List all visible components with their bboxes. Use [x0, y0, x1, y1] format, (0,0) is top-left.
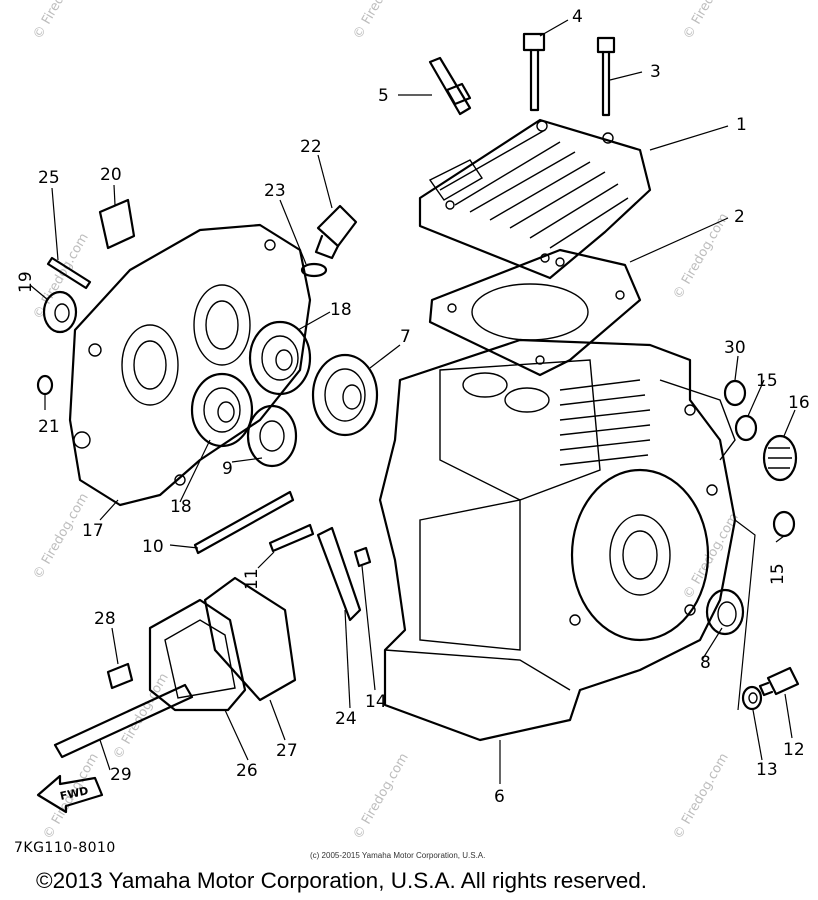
cylinder-head	[418, 118, 652, 280]
oil-seal-8	[705, 588, 745, 636]
rod-29	[53, 683, 194, 759]
callout-18-lower: 18	[170, 497, 192, 517]
nut-21	[36, 374, 54, 396]
callout-23: 23	[264, 181, 286, 201]
drawing-code: 7KG110-8010	[14, 840, 116, 856]
leader-lines	[29, 19, 796, 784]
crankcase	[378, 338, 737, 742]
watermark: © Firedog.com	[680, 511, 741, 602]
callout-3: 3	[650, 62, 661, 82]
bearing-18-upper	[248, 320, 312, 396]
bolt-25	[46, 256, 92, 290]
callout-25: 25	[38, 168, 60, 188]
callout-19: 19	[16, 271, 36, 293]
cap-30	[723, 379, 747, 407]
watermark: © Firedog.com	[680, 0, 741, 42]
callout-13: 13	[756, 760, 778, 780]
forward-arrow: FWD	[36, 774, 104, 814]
head-bolt-3	[596, 36, 616, 117]
washer-13	[741, 685, 763, 711]
head-gasket	[428, 248, 642, 377]
callout-6: 6	[494, 787, 505, 807]
watermark: © Firedog.com	[670, 211, 731, 302]
copyright-notice: ©2013 Yamaha Motor Corporation, U.S.A. A…	[36, 868, 647, 893]
callout-14: 14	[365, 692, 387, 712]
callout-11: 11	[242, 568, 262, 590]
bearing-9	[246, 404, 298, 468]
callout-17: 17	[82, 521, 104, 541]
bolt-28	[106, 662, 134, 690]
callout-12: 12	[783, 740, 805, 760]
callout-30: 30	[724, 338, 746, 358]
callout-29: 29	[110, 765, 132, 785]
callout-15-lower: 15	[768, 563, 788, 585]
callout-9: 9	[222, 459, 233, 479]
callout-numbers: 1 2 3 4 5 6 7 8 9 10 11 12 13 14 15 15 1…	[16, 7, 810, 807]
dowel-pin-14	[353, 546, 372, 568]
oil-seal-19	[42, 290, 78, 334]
clip-20	[98, 198, 136, 250]
callout-4: 4	[572, 7, 583, 27]
cap-15-lower	[772, 510, 796, 538]
watermark: © Firedog.com	[670, 751, 731, 842]
callout-5: 5	[378, 86, 389, 106]
gasket-24	[316, 526, 362, 622]
callout-15-upper: 15	[756, 371, 778, 391]
callout-24: 24	[335, 709, 357, 729]
callout-16: 16	[788, 393, 810, 413]
callout-20: 20	[100, 165, 122, 185]
callout-8: 8	[700, 653, 711, 673]
bearing-18-lower	[190, 372, 254, 448]
callout-18-upper: 18	[330, 300, 352, 320]
watermark: © Firedog.com	[350, 0, 411, 42]
callout-1: 1	[736, 115, 747, 135]
callout-21: 21	[38, 417, 60, 437]
fwd-label: FWD	[59, 784, 90, 803]
sensor-22	[314, 204, 358, 260]
watermark-layer: © Firedog.com © Firedog.com © Firedog.co…	[30, 0, 741, 842]
o-ring-23	[300, 262, 328, 278]
callout-2: 2	[734, 207, 745, 227]
crankcase-cover	[68, 223, 312, 507]
callout-28: 28	[94, 609, 116, 629]
stud-10	[193, 490, 295, 555]
callout-10: 10	[142, 537, 164, 557]
head-bolt-4	[522, 32, 546, 112]
callout-26: 26	[236, 761, 258, 781]
cap-16	[762, 434, 798, 482]
spark-plug	[428, 56, 472, 116]
callout-7: 7	[400, 327, 411, 347]
gasket-27	[203, 576, 297, 702]
drain-bolt-12	[758, 666, 800, 697]
bearing-7	[311, 353, 379, 437]
small-copyright-notice: (c) 2005-2015 Yamaha Motor Corporation, …	[310, 851, 485, 860]
callout-27: 27	[276, 741, 298, 761]
stud-11	[268, 523, 315, 553]
watermark: © Firedog.com	[30, 0, 91, 42]
cap-15-upper	[734, 414, 758, 442]
watermark: © Firedog.com	[350, 751, 411, 842]
callout-22: 22	[300, 137, 322, 157]
